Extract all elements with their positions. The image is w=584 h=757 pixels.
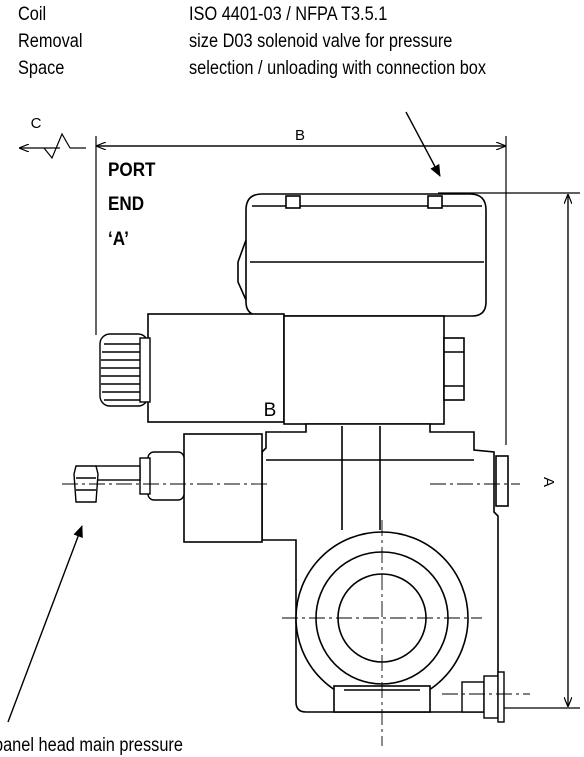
header-left-line-1: Coil <box>18 4 47 25</box>
centerlines <box>62 483 530 746</box>
port-label-line-1: PORT <box>108 160 156 181</box>
header-right-line-3: selection / unloading with connection bo… <box>189 58 487 79</box>
port-label-line-2: END <box>108 194 145 215</box>
solenoid-coil <box>147 313 465 425</box>
header-right-line-1: ISO 4401-03 / NFPA T3.5.1 <box>189 4 388 25</box>
caption-arrow <box>7 525 83 723</box>
connection-box <box>237 193 487 317</box>
manual-override-knob <box>99 333 151 407</box>
pressure-adjust-screw <box>73 451 185 503</box>
footer-caption: panel head main pressure <box>0 735 183 756</box>
header-left-line-2: Removal <box>18 31 83 52</box>
dimension-c <box>20 132 86 160</box>
connection-box-arrow <box>405 111 441 177</box>
dimension-a-label: A <box>540 477 557 487</box>
header-right-line-2: size D03 solenoid valve for pressure <box>189 31 453 52</box>
dimension-c-label: C <box>31 115 42 132</box>
dimension-b-label: B <box>295 127 305 144</box>
solenoid-label: B <box>264 400 277 421</box>
header-left-line-3: Space <box>18 58 65 79</box>
valve-body <box>183 423 509 713</box>
port-label-line-3: ‘A’ <box>108 229 129 250</box>
side-plug <box>461 671 505 723</box>
dimension-b <box>95 136 507 445</box>
dimension-a <box>438 192 580 709</box>
